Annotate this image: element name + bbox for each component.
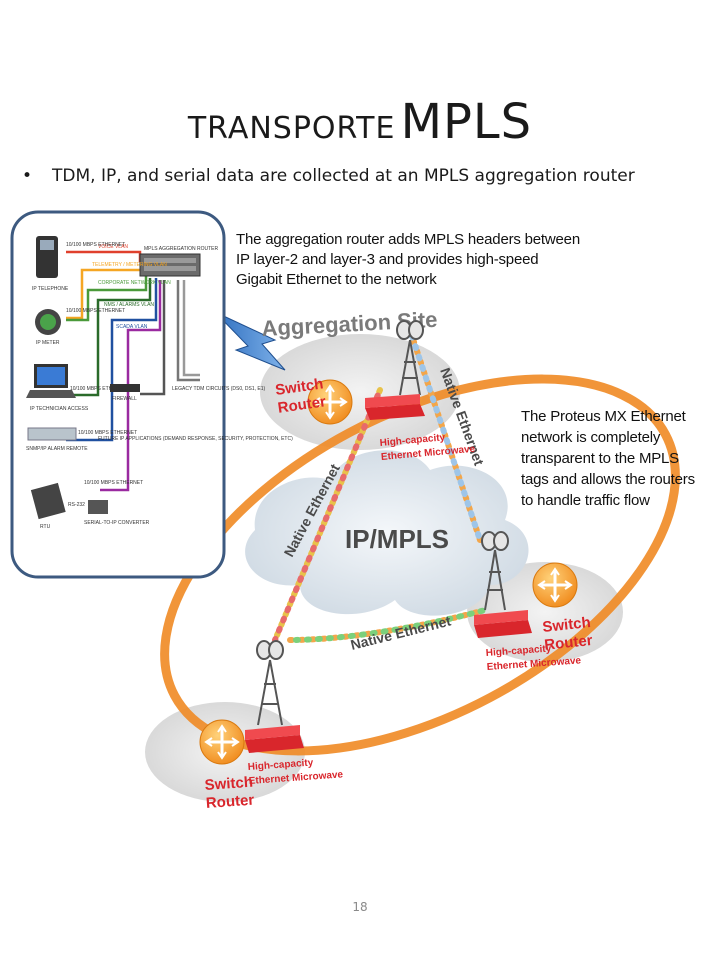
switch-router-icon (199, 719, 245, 765)
ip-telephone-icon (36, 236, 58, 278)
bullet-text: TDM, IP, and serial data are collected a… (52, 166, 635, 186)
ip-mpls-cloud (245, 450, 529, 616)
microwave-radio-icon (245, 725, 304, 753)
switch-router-label: Switch Router (204, 773, 259, 812)
native-ethernet-label-south: Native Ethernet (349, 612, 453, 652)
alarm-remote-icon (27, 427, 77, 441)
aggregation-caption: The aggregation router adds MPLS headers… (236, 231, 580, 288)
ip-meter-icon (35, 309, 61, 335)
firewall-label: FIREWALL (112, 396, 137, 402)
rtu-icon (30, 482, 66, 520)
microwave-radio-icon (365, 394, 425, 420)
device-label: SERIAL-TO-IP CONVERTER (84, 520, 150, 526)
native-ethernet-links (272, 327, 488, 643)
link-label: 10/100 MBPS ETHERNET (70, 386, 129, 392)
vlan-label: CORPORATE NETWORK VLAN (98, 280, 171, 286)
microwave-radio-icon (474, 610, 532, 638)
vlan-label: NMS / ALARMS VLAN (104, 302, 154, 308)
title-part1: TRANSPORTE (187, 111, 396, 146)
switch-router-label: Switch Router (542, 614, 598, 654)
vlan-label: SCADA VLAN (116, 324, 148, 330)
link-label: 10/100 MBPS ETHERNET (84, 480, 143, 486)
device-label: IP METER (36, 340, 60, 346)
aggregation-inset: MPLS AGGREGATION ROUTER VOICE VLAN TELEM… (10, 210, 293, 579)
tower-icon (256, 640, 284, 726)
router-label: MPLS AGGREGATION ROUTER (144, 246, 218, 252)
ip-mpls-label: IP/MPLS (345, 524, 449, 554)
switch-router-label: Switch Router (274, 375, 331, 417)
page-number: 18 (352, 900, 368, 914)
serial-converter-icon (88, 500, 108, 514)
tower-icon (396, 320, 424, 396)
laptop-icon (26, 364, 76, 398)
device-label: IP TECHNICIAN ACCESS (30, 406, 89, 412)
title-part2: MPLS (400, 94, 533, 150)
device-label: RTU (40, 524, 51, 530)
tower-icon (481, 531, 509, 611)
future-label: FUTURE IP APPLICATIONS (DEMAND RESPONSE,… (98, 436, 293, 442)
link-label: RS-232 (68, 502, 85, 508)
ethernet-ring (160, 374, 680, 756)
link-label: 10/100 MBPS ETHERNET (66, 308, 125, 314)
bullet-dot-icon: • (22, 166, 33, 186)
aggregation-arrow-icon (214, 311, 286, 371)
proteus-caption: The Proteus MX Ethernet network is compl… (521, 408, 695, 509)
link-label: 10/100 MBPS ETHERNET (78, 430, 137, 436)
firewall-icon (110, 384, 140, 392)
device-label: IP TELEPHONE (32, 286, 69, 292)
slide-title: TRANSPORTE MPLS (0, 94, 720, 150)
vlan-label: TELEMETRY / METERING VLAN (92, 262, 167, 268)
vlan-label: VOICE VLAN (98, 244, 128, 250)
device-label: SNMP/IP ALARM REMOTE (26, 446, 88, 452)
switch-router-icon (307, 379, 353, 425)
bullet-point: • TDM, IP, and serial data are collected … (22, 166, 702, 186)
vlan-lines (66, 250, 200, 492)
legacy-label: LEGACY TDM CIRCUITS (DS0, DS1, E1) (172, 386, 266, 392)
link-label: 10/100 MBPS ETHERNET (66, 242, 125, 248)
switch-router-icon (532, 562, 578, 608)
